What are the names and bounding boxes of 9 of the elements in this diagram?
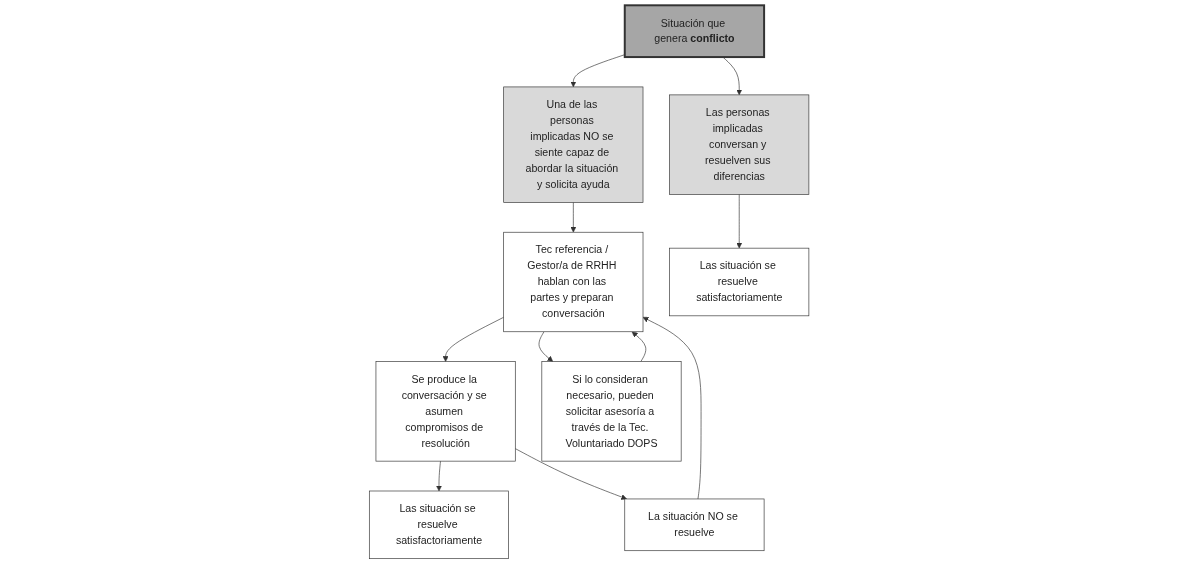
- node-box: Se produce la conversación y se asumen compromisos de resolución: [376, 361, 516, 462]
- node-box: Si lo consideran necesario, pueden solicitar asesoría a través de la Tec. Voluntariado DOPS: [541, 361, 682, 462]
- node-box: Las situación se resuelve satisfactoriamente: [669, 247, 810, 317]
- node-box: Las situación se resuelve satisfactoriamente: [369, 490, 510, 559]
- node-box: La situación NO se resuelve: [624, 498, 765, 552]
- node-box: Las personas implicadas conversan y resuelven sus diferencias: [669, 94, 810, 195]
- node-box: Tec referencia / Gestor/a de RRHH hablan con las partes y preparan conversación: [503, 231, 644, 333]
- node-box: Una de las personas implicadas NO se siente capaz de abordar la situación y solicita ayuda: [503, 86, 644, 203]
- node-box: Situación que genera conflicto: [624, 4, 766, 59]
